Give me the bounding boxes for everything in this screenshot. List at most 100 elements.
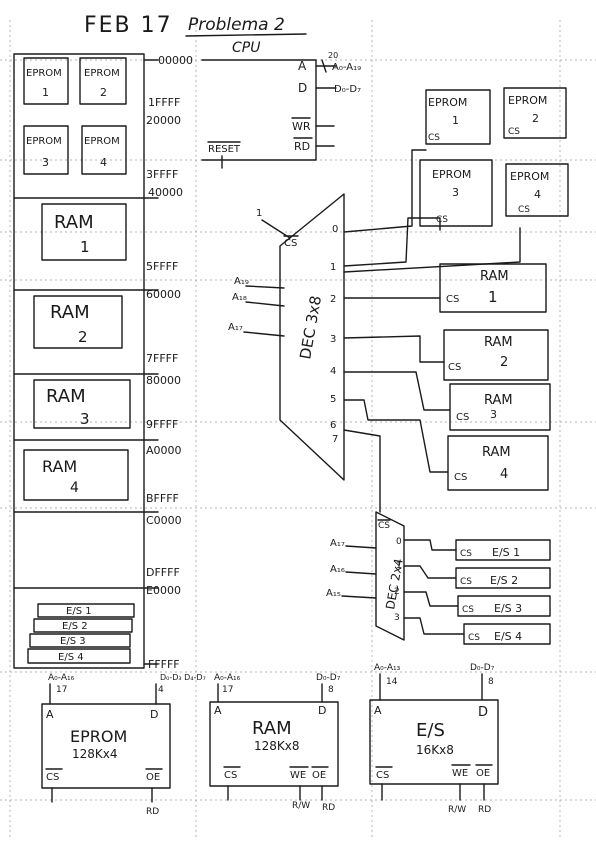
addr-00000: 00000 <box>158 54 193 67</box>
out-ram-4 <box>447 435 549 491</box>
decoder2-cs: CS <box>378 521 390 531</box>
map-ram-4-num: 4 <box>70 480 79 496</box>
out-eprom-1 <box>425 89 491 145</box>
chip-ram-cs: CS <box>224 770 237 781</box>
addr-80000: 80000 <box>146 374 181 387</box>
out-io-1 <box>455 539 551 561</box>
chip-io-pin-d: D <box>478 705 488 720</box>
map-ram-3 <box>33 379 131 429</box>
chip-ram-size: 128Kx8 <box>254 739 300 753</box>
chip-eprom-pin-a: A <box>46 708 54 721</box>
map-eprom-4-num: 4 <box>100 156 107 169</box>
cpu-pin-d: D <box>298 81 307 95</box>
page-title: FEB 17 <box>84 13 173 38</box>
decoder1-out-1: 1 <box>330 262 336 273</box>
cpu-label: CPU <box>232 40 260 56</box>
map-ram-3-num: 3 <box>80 410 90 428</box>
addr-bffff: BFFFF <box>146 492 179 505</box>
decoder1-out-2: 2 <box>330 294 336 305</box>
out-io-1-cs: CS <box>460 549 472 559</box>
chip-eprom-pin-d: D <box>150 708 158 721</box>
map-io-2 <box>33 618 133 633</box>
chip-io-data-width: 8 <box>488 677 494 687</box>
out-ram-3 <box>449 383 551 431</box>
map-eprom-1-num: 1 <box>42 86 49 99</box>
addr-7ffff: 7FFFF <box>146 352 178 365</box>
out-eprom-2-num: 2 <box>532 112 539 125</box>
map-eprom-3 <box>23 125 69 175</box>
out-eprom-2 <box>503 87 567 139</box>
decoder1-enable: 1 <box>256 208 262 219</box>
decoder2-label: DEC 2x4 <box>383 557 406 610</box>
map-ram-4 <box>23 449 129 501</box>
map-io-2-label: E/S 2 <box>62 621 88 632</box>
chip-eprom: A₀-A₁₆ 17 D₀-D₃ D₄-D₇ 4 A D EPROM 128Kx4… <box>41 673 206 817</box>
chip-io: A₀-A₁₃ 14 D₀-D₇ 8 A D E/S 16Kx8 CS WE OE… <box>369 663 499 815</box>
chip-eprom-size: 128Kx4 <box>72 747 118 761</box>
map-eprom-4 <box>81 125 127 175</box>
chip-io-pin-a: A <box>374 704 382 717</box>
out-eprom-4-name: EPROM <box>510 170 549 183</box>
cpu-data-bus: D₀-D₇ <box>334 84 361 95</box>
out-io-3-name: E/S 3 <box>494 602 522 615</box>
addr-1ffff: 1FFFF <box>148 96 180 109</box>
chip-io-name: E/S <box>416 720 445 741</box>
out-ram-2-cs: CS <box>448 362 461 373</box>
chip-eprom-addr-width: 17 <box>56 685 67 695</box>
chip-ram-addr-width: 17 <box>222 685 233 695</box>
out-ram-4-cs: CS <box>454 472 467 483</box>
cpu-pin-a: A <box>298 59 307 73</box>
map-io-3 <box>29 633 131 648</box>
chip-eprom-cs: CS <box>46 772 59 783</box>
memory-map: EPROM 1 EPROM 2 EPROM 3 EPROM 4 RAM 1 RA… <box>13 53 193 671</box>
out-eprom-2-name: EPROM <box>508 94 547 107</box>
decoder2-out-3: 3 <box>394 613 400 623</box>
out-io-4-name: E/S 4 <box>494 630 522 643</box>
chip-eprom-addr-bus: A₀-A₁₆ <box>48 673 75 683</box>
chip-io-addr-bus: A₀-A₁₃ <box>374 663 401 673</box>
out-ram-1-num: 1 <box>488 288 498 306</box>
decoder1-cs: CS <box>284 238 297 249</box>
out-io-3 <box>457 595 551 617</box>
map-io-1 <box>37 603 135 618</box>
map-io-3-label: E/S 3 <box>60 636 86 647</box>
chip-io-addr-width: 14 <box>386 677 398 687</box>
map-eprom-1-label: EPROM <box>26 68 62 79</box>
map-ram-3-label: RAM <box>46 386 86 407</box>
chip-io-data-bus: D₀-D₇ <box>470 663 495 673</box>
out-io-2-cs: CS <box>460 577 472 587</box>
out-ram-3-name: RAM <box>484 393 513 408</box>
map-eprom-2-label: EPROM <box>84 68 120 79</box>
out-ram-3-cs: CS <box>456 412 469 423</box>
out-eprom-1-name: EPROM <box>428 96 467 109</box>
chip-io-size: 16Kx8 <box>416 743 454 757</box>
output-rams: RAM 1 CS RAM 2 CS RAM 3 CS RAM 4 CS <box>439 263 551 491</box>
decoder2-in-a15: A₁₅ <box>326 588 341 599</box>
chip-ram-pin-a: A <box>214 704 222 717</box>
chip-io-oe: OE <box>476 768 490 779</box>
decoder2-in-a16: A₁₆ <box>330 564 345 575</box>
chip-io-rd: RD <box>478 805 491 815</box>
out-eprom-2-cs: CS <box>508 127 520 137</box>
out-io-2-name: E/S 2 <box>490 574 518 587</box>
out-io-3-cs: CS <box>462 605 474 615</box>
chip-ram: A₀-A₁₆ 17 D₀-D₇ 8 A D RAM 128Kx8 CS WE O… <box>209 673 341 813</box>
addr-20000: 20000 <box>146 114 181 127</box>
out-io-1-name: E/S 1 <box>492 546 520 559</box>
chip-io-rw: R/W <box>448 805 466 815</box>
chip-ram-rw: R/W <box>292 801 310 811</box>
out-io-4 <box>463 623 551 645</box>
out-eprom-3-cs: CS <box>436 215 448 225</box>
chip-ram-pin-d: D <box>318 704 326 717</box>
decoder1-in-a18: A₁₈ <box>232 292 247 303</box>
map-io-4 <box>27 648 131 664</box>
chip-eprom-rd: RD <box>146 807 159 817</box>
out-eprom-4 <box>505 163 569 217</box>
out-ram-1-cs: CS <box>446 294 459 305</box>
decoder1-label: DEC 3x8 <box>296 294 325 360</box>
cpu-addr-width: 20 <box>328 51 338 60</box>
map-eprom-1 <box>23 57 69 105</box>
map-io-4-label: E/S 4 <box>58 652 84 663</box>
decoder2-out-0: 0 <box>396 537 402 547</box>
map-eprom-3-label: EPROM <box>26 136 62 147</box>
